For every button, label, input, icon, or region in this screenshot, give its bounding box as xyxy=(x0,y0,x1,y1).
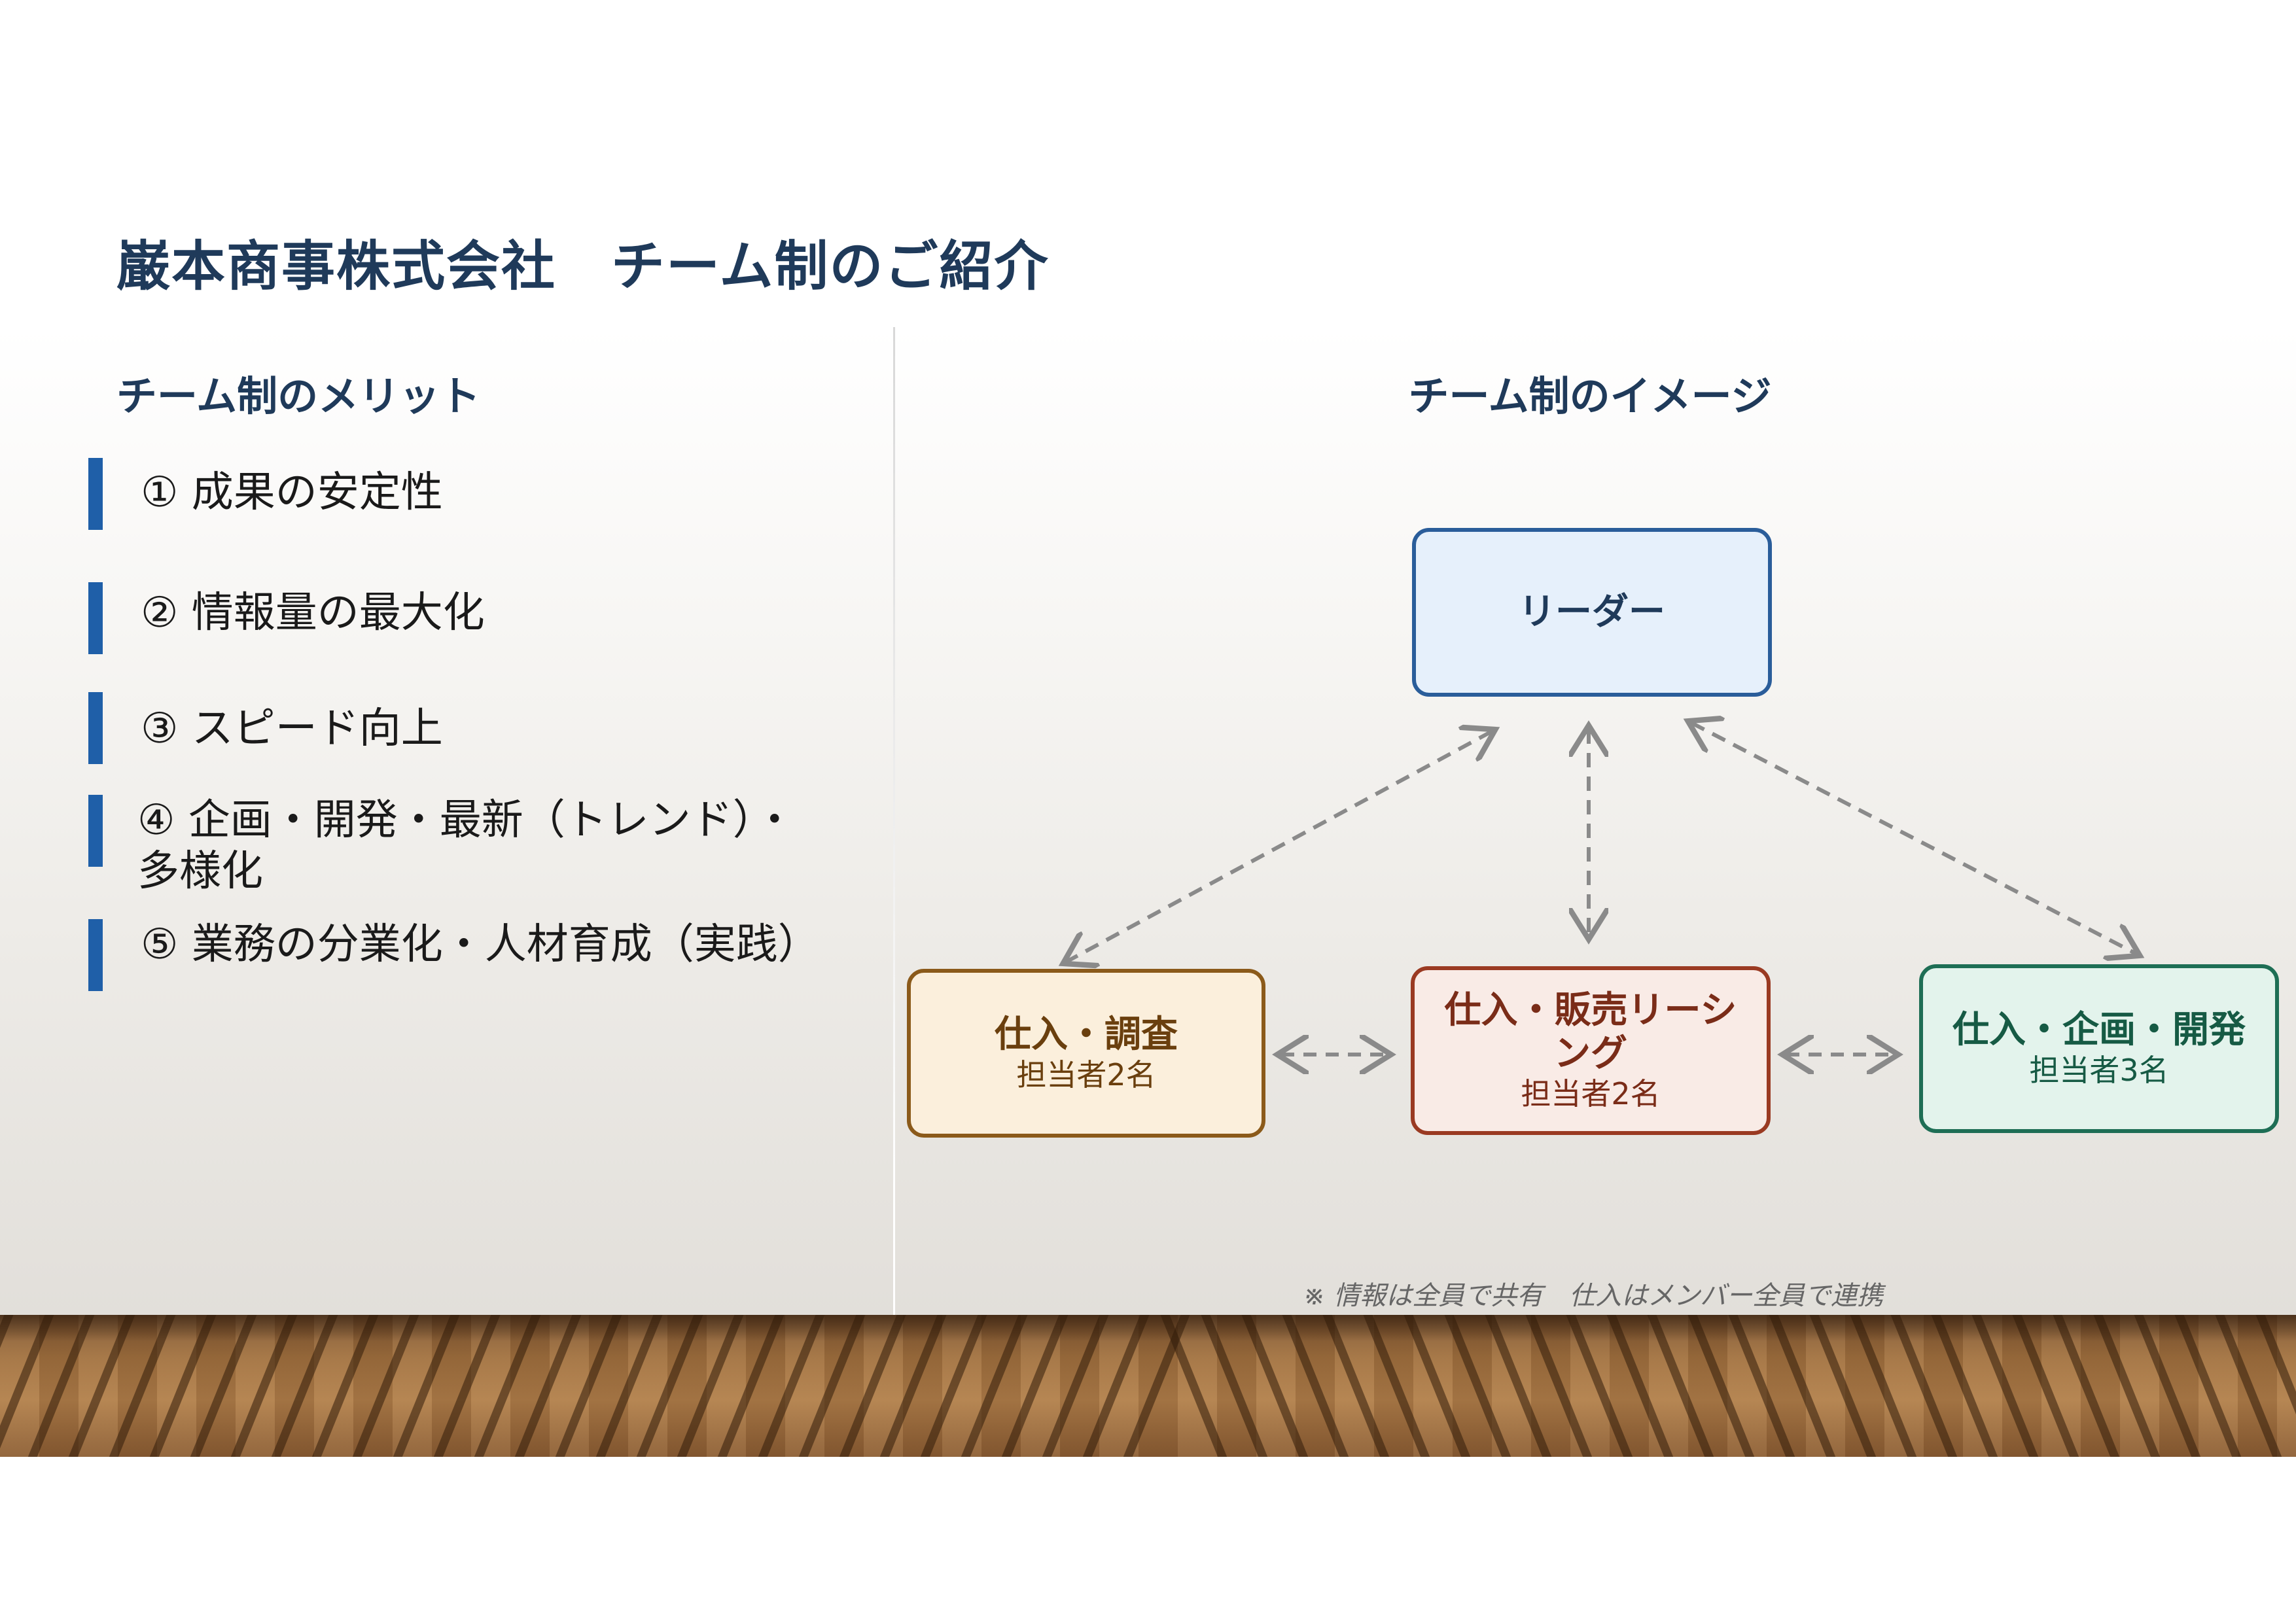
merit-marker-bar xyxy=(88,692,103,764)
merit-item-3: ③ スピード向上 xyxy=(88,692,795,764)
merit-item-2: ② 情報量の最大化 xyxy=(88,582,795,654)
page-title: 巌本商事株式会社 チーム制のご紹介 xyxy=(116,236,1050,298)
merit-marker-bar xyxy=(88,582,103,654)
leader-label: リーダー xyxy=(1519,591,1665,633)
team-box-research: 仕入・調査 担当者2名 xyxy=(907,969,1265,1138)
merit-item-4: ④ 企画・開発・最新（トレンド）・多様化 xyxy=(88,795,796,896)
diagram-heading: チーム制のイメージ xyxy=(1408,372,1772,420)
team-box-planning-dev: 仕入・企画・開発 担当者3名 xyxy=(1919,964,2279,1133)
leader-box: リーダー xyxy=(1412,528,1772,697)
team-member-count: 担当者2名 xyxy=(1016,1057,1156,1092)
merit-text: ⑤ 業務の分業化・人材育成（実践） xyxy=(141,920,820,969)
team-member-count: 担当者2名 xyxy=(1521,1076,1661,1111)
team-label: 仕入・調査 xyxy=(995,1013,1178,1056)
team-member-count: 担当者3名 xyxy=(2029,1053,2169,1088)
wooden-floor-decoration xyxy=(0,1315,2296,1457)
column-divider xyxy=(893,327,895,1406)
merit-item-5: ⑤ 業務の分業化・人材育成（実践） xyxy=(88,919,820,991)
arrow-leader-team3 xyxy=(1691,723,2136,954)
team-label: 仕入・販売リーシング xyxy=(1444,989,1737,1075)
team-label: 仕入・企画・開発 xyxy=(1952,1009,2246,1051)
footnote: ※ 情報は全員で共有 仕入はメンバー全員で連携 xyxy=(1303,1281,1884,1311)
merit-text: ② 情報量の最大化 xyxy=(141,589,485,637)
merit-text: ① 成果の安定性 xyxy=(141,468,443,517)
arrow-leader-team1 xyxy=(1067,731,1492,962)
merit-item-1: ① 成果の安定性 xyxy=(88,458,795,530)
merit-marker-bar xyxy=(88,458,103,530)
team-box-sales-leasing: 仕入・販売リーシング 担当者2名 xyxy=(1411,966,1771,1135)
merit-text: ③ スピード向上 xyxy=(141,705,443,753)
merit-marker-bar xyxy=(88,795,103,867)
merits-heading: チーム制のメリット xyxy=(116,372,481,420)
merit-text: ④ 企画・開発・最新（トレンド）・多様化 xyxy=(137,796,796,896)
connector-arrows xyxy=(0,0,2296,1457)
slide-background: 巌本商事株式会社 チーム制のご紹介 チーム制のメリット ① 成果の安定性 ② 情… xyxy=(0,0,2296,1457)
merit-marker-bar xyxy=(88,919,103,991)
